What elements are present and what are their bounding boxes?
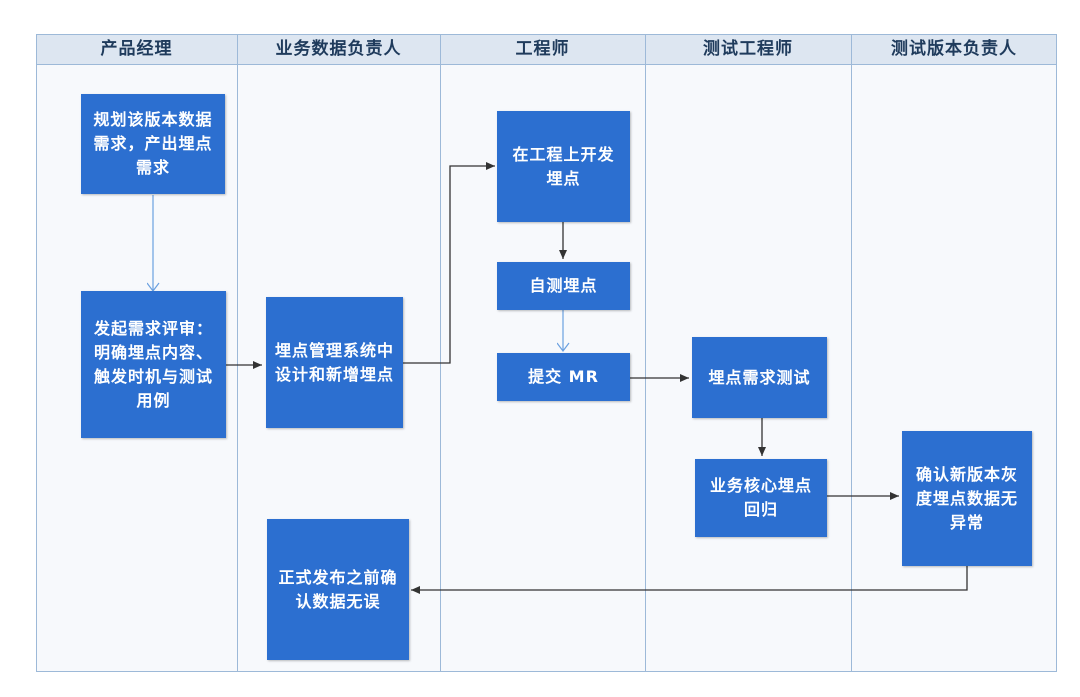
node-core-regression: 业务核心埋点回归 [695,459,827,537]
lane-header-band [36,34,1057,65]
pool-border [36,34,1057,672]
lane-title-test-engineer: 测试工程师 [703,39,793,59]
lane-divider [851,34,852,672]
node-design-in-system: 埋点管理系统中设计和新增埋点 [266,297,403,428]
node-confirm-gray-data: 确认新版本灰度埋点数据无异常 [902,431,1032,566]
node-develop-tracking: 在工程上开发埋点 [497,111,630,222]
lane-divider [237,34,238,672]
lane-divider [645,34,646,672]
node-submit-mr: 提交 MR [497,353,630,401]
lane-title-data-owner: 业务数据负责人 [275,39,402,59]
node-confirm-before-release: 正式发布之前确认数据无误 [267,519,409,660]
lane-title-product-manager: 产品经理 [100,39,173,59]
node-plan-requirements: 规划该版本数据需求，产出埋点需求 [81,94,225,194]
lane-title-engineer: 工程师 [515,39,570,59]
lane-title-test-version-owner: 测试版本负责人 [891,39,1017,59]
node-self-test: 自测埋点 [497,262,630,310]
node-initiate-review: 发起需求评审：明确埋点内容、触发时机与测试用例 [81,291,226,438]
node-requirement-test: 埋点需求测试 [692,337,827,418]
